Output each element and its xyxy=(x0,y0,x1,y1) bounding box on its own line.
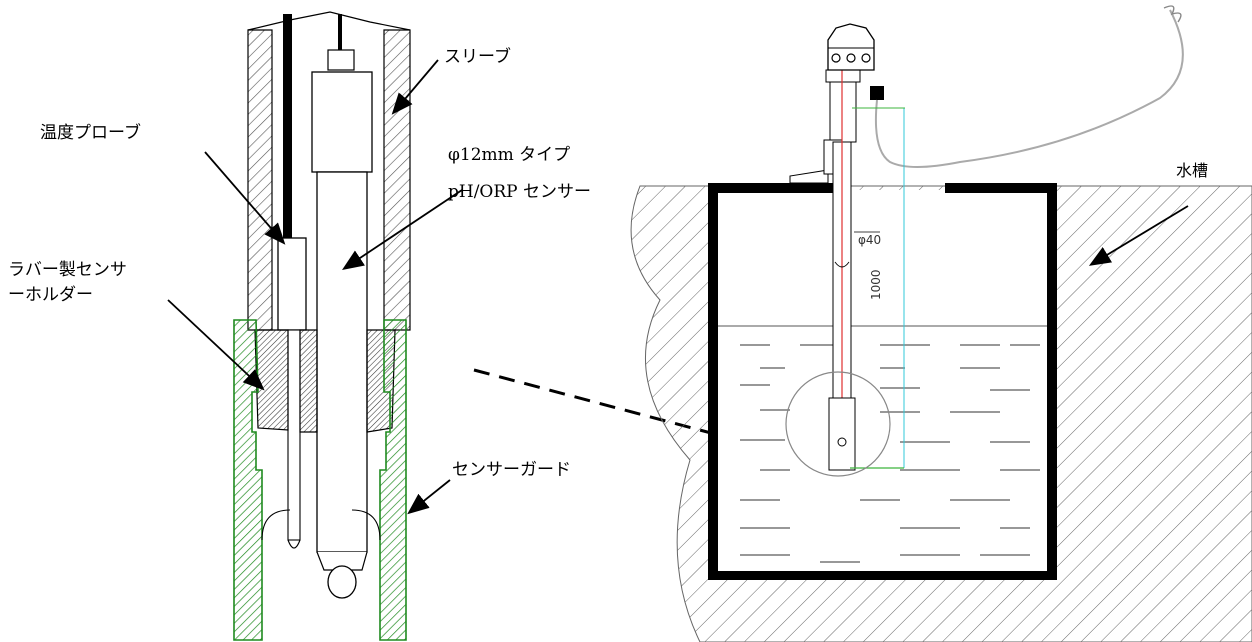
label-sensor-guard: センサーガード xyxy=(452,460,571,480)
label-diameter: φ40 xyxy=(858,233,881,247)
ph-orp-sensor xyxy=(311,14,373,599)
cable-end xyxy=(1163,5,1182,23)
sensor-cable xyxy=(874,9,1184,168)
sensor-guard xyxy=(233,319,407,641)
connector-head xyxy=(827,23,884,100)
detail-connector-arrow xyxy=(473,368,811,465)
sensor-detail: スリーブ 温度プローブ φ12mm タイプ pH/ORP センサー ラバー製セン… xyxy=(8,11,591,641)
leader-arrows xyxy=(167,59,463,515)
label-rubber-holder-1: ラバー製センサ xyxy=(8,260,127,280)
water-lines xyxy=(740,344,1040,563)
label-tank: 水槽 xyxy=(1176,161,1208,180)
water-tank xyxy=(708,183,1057,580)
temperature-probe xyxy=(277,14,307,549)
label-length: 1000 xyxy=(869,269,883,300)
label-sleeve: スリーブ xyxy=(444,46,511,67)
label-rubber-holder-2: ーホルダー xyxy=(8,285,93,305)
sensor-holder-pole xyxy=(823,40,861,471)
tank-installation: φ40 1000 水槽 xyxy=(630,5,1252,642)
tank-leader-arrow xyxy=(1088,205,1189,266)
label-sensor-type-2: pH/ORP センサー xyxy=(448,182,591,202)
detail-circle xyxy=(785,371,891,477)
label-sensor-type-1: φ12mm タイプ xyxy=(448,145,570,165)
label-temperature-probe: 温度プローブ xyxy=(40,122,141,143)
dimension-lines xyxy=(850,107,905,469)
